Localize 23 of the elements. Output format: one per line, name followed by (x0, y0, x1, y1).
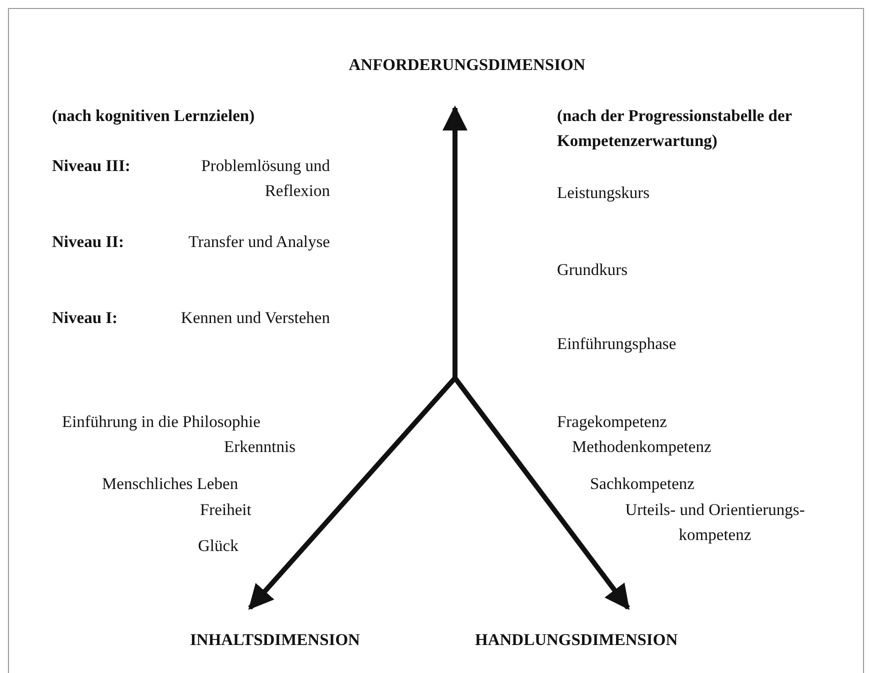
axis-subtitle: (nach kognitiven Lernzielen) (52, 105, 256, 127)
competence-item: Fragekompetenz (557, 411, 668, 433)
content-topic: Erkenntnis (224, 436, 296, 458)
axis-title: ANFORDERUNGSDIMENSION (348, 54, 586, 76)
content-topic: Freiheit (200, 499, 252, 521)
level-label: Niveau II: (52, 231, 125, 253)
level-label: Niveau I: (52, 307, 119, 329)
level-label: Niveau III: (52, 155, 132, 177)
axis-subtitle: (nach der Progressionstabelle der Kompetenzerwartung) (557, 105, 793, 152)
content-topic: Einführung in die Philosophie (62, 411, 262, 433)
content-topic: Glück (198, 535, 240, 557)
course-level: Leistungskurs (557, 182, 651, 204)
competence-item: Methodenkompetenz (572, 436, 712, 458)
competence-item: Sachkompetenz (590, 473, 696, 495)
course-level: Grundkurs (557, 259, 629, 281)
course-level: Einführungsphase (557, 333, 678, 355)
content-topic: Menschliches Leben (102, 473, 240, 495)
competence-item: Urteils- und Orientierungs- kompetenz (624, 499, 806, 546)
level-description: Problemlösung und Reflexion (200, 155, 330, 202)
level-description: Kennen und Verstehen (180, 307, 330, 329)
level-description: Transfer und Analyse (188, 231, 330, 253)
axis-title: INHALTSDIMENSION (190, 629, 361, 651)
axis-title: HANDLUNGSDIMENSION (475, 629, 679, 651)
